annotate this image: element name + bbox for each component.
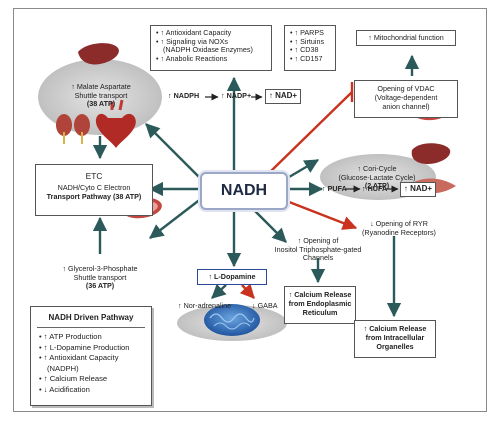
- cori-line-2: (Glucose-Lactate Cycle): [338, 172, 416, 182]
- er-line-1: ↑ Calcium Release: [288, 290, 352, 299]
- liver-icon: [78, 43, 119, 65]
- list-item: • ↑ PARPS: [290, 28, 324, 37]
- er-calcium-box: ↑ Calcium Release from Endoplasmic Retic…: [284, 286, 356, 324]
- er-line-3: Reticulum: [302, 308, 338, 317]
- vdac-line-1: Opening of VDAC: [377, 84, 435, 93]
- heart-icon: [95, 113, 136, 148]
- intracellular-calcium-box: ↑ Calcium Release from Intracellular Org…: [354, 320, 436, 358]
- noradrenaline-label: ↑ Nor-adrenaline: [178, 301, 232, 310]
- etc-line-1: NADH/Cyto C Electron: [57, 183, 131, 192]
- mito-function-label: ↑ Mitochondrial function: [368, 33, 444, 42]
- ip3-line-2: Inositol Triphosphate-gated: [274, 244, 362, 254]
- ip3-label: ↑ Opening of Inositol Triphosphate-gated…: [266, 236, 370, 263]
- l-dopamine-label: ↑ L-Dopamine: [208, 272, 256, 281]
- mito-function-box: ↑ Mitochondrial function: [356, 30, 456, 46]
- kidney-icon: [56, 114, 72, 136]
- etc-box: ETC NADH/Cyto C Electron Transport Pathw…: [35, 164, 153, 216]
- pufa-label: ↑ PUFA: [322, 184, 347, 193]
- intra-line-1: ↑ Calcium Release: [363, 324, 427, 333]
- etc-title: ETC: [85, 171, 103, 181]
- gaba-label: ↓ GABA: [252, 301, 278, 310]
- legend-item: • ↑ ATP Production: [39, 332, 102, 341]
- list-item: (NADPH Oxidase Enzymes): [163, 45, 253, 55]
- glycerol-atp: (36 ATP): [85, 281, 115, 291]
- list-item: • ↑ Signaling via NOXs: [156, 36, 229, 46]
- l-dopamine-box: ↑ L-Dopamine: [197, 269, 267, 285]
- legend-item: • ↑ Calcium Release: [39, 374, 108, 383]
- parps-box: • ↑ PARPS • ↑ Sirtuins • ↑ CD38 • ↑ CD15…: [284, 25, 336, 71]
- kidney-icon-2: [74, 114, 90, 136]
- nadp-label: ↑ NADP+: [221, 91, 252, 100]
- list-item: • ↑ Sirtuins: [290, 36, 325, 46]
- antioxidant-list: • ↑ Antioxidant Capacity • ↑ Signaling v…: [156, 28, 271, 63]
- nadh-pathway-legend: NADH Driven Pathway • ↑ ATP Production •…: [30, 306, 152, 406]
- glycerol-line-2: Shuttle transport: [73, 272, 127, 282]
- etc-line-2: Transport Pathway (38 ATP): [46, 192, 142, 201]
- nad-box-right: ↑ NAD+: [400, 182, 436, 197]
- legend-item: • ↑ Antioxidant Capacity: [39, 353, 119, 362]
- legend-item: • ↑ L-Dopamine Production: [39, 342, 130, 352]
- liver-icon-right: [411, 143, 451, 164]
- list-item: • ↑ Antioxidant Capacity: [156, 28, 232, 37]
- cori-line-1: ↑ Cori-Cycle: [357, 164, 397, 173]
- legend-title: NADH Driven Pathway: [37, 313, 145, 328]
- er-line-2: from Endoplasmic: [288, 299, 352, 308]
- intra-line-2: from Intracellular: [365, 333, 425, 342]
- parps-list: • ↑ PARPS • ↑ Sirtuins • ↑ CD38 • ↑ CD15…: [290, 28, 335, 63]
- ryr-line-1: ↓ Opening of RYR: [370, 219, 428, 228]
- ip3-line-3: Channels: [302, 253, 334, 263]
- legend-item: (NADPH): [47, 363, 79, 373]
- list-item: • ↑ CD157: [290, 53, 323, 63]
- vdac-line-2: (Voltage-dependent: [374, 93, 438, 102]
- hufa-label: ↑ HUFA: [362, 184, 388, 193]
- nad-label-right: ↑ NAD+: [403, 184, 433, 193]
- intra-line-3: Organelles: [376, 342, 414, 351]
- antioxidant-box: • ↑ Antioxidant Capacity • ↑ Signaling v…: [150, 25, 272, 71]
- vdac-box: Opening of VDAC (Voltage-dependent anion…: [354, 80, 458, 118]
- nad-label-top: ↑ NAD+: [268, 91, 298, 100]
- ip3-line-1: ↑ Opening of: [297, 236, 339, 245]
- malate-atp: (38 ATP): [86, 99, 116, 109]
- ryr-label: ↓ Opening of RYR (Ryanodine Receptors): [354, 219, 444, 237]
- nad-box-top: ↑ NAD+: [265, 89, 301, 104]
- glycerol-line-1: ↑ Glycerol-3-Phosphate: [62, 264, 138, 273]
- malate-line-2: Shuttle transport: [74, 90, 128, 100]
- glycerol-shuttle-label: ↑ Glycerol-3-Phosphate Shuttle transport…: [48, 264, 152, 291]
- nadph-label: ↑ NADPH: [168, 91, 200, 100]
- legend-list: • ↑ ATP Production • ↑ L-Dopamine Produc…: [31, 332, 151, 395]
- cori-cycle-label: ↑ Cori-Cycle (Glucose-Lactate Cycle) (2 …: [330, 164, 424, 191]
- ryr-line-2: (Ryanodine Receptors): [362, 227, 436, 237]
- list-item: • ↑ CD38: [290, 45, 319, 55]
- vdac-line-3: anion channel): [382, 102, 430, 111]
- nadh-center: NADH: [200, 172, 288, 210]
- brain-icon: [204, 304, 260, 336]
- cori-atp: (2 ATP): [364, 181, 390, 191]
- malate-shuttle-label: ↑ Malate Aspartate Shuttle transport (38…: [64, 82, 138, 109]
- malate-line-1: ↑ Malate Aspartate: [71, 82, 131, 91]
- list-item: • ↑ Anabolic Reactions: [156, 53, 228, 63]
- legend-item: • ↓ Acidification: [39, 384, 90, 394]
